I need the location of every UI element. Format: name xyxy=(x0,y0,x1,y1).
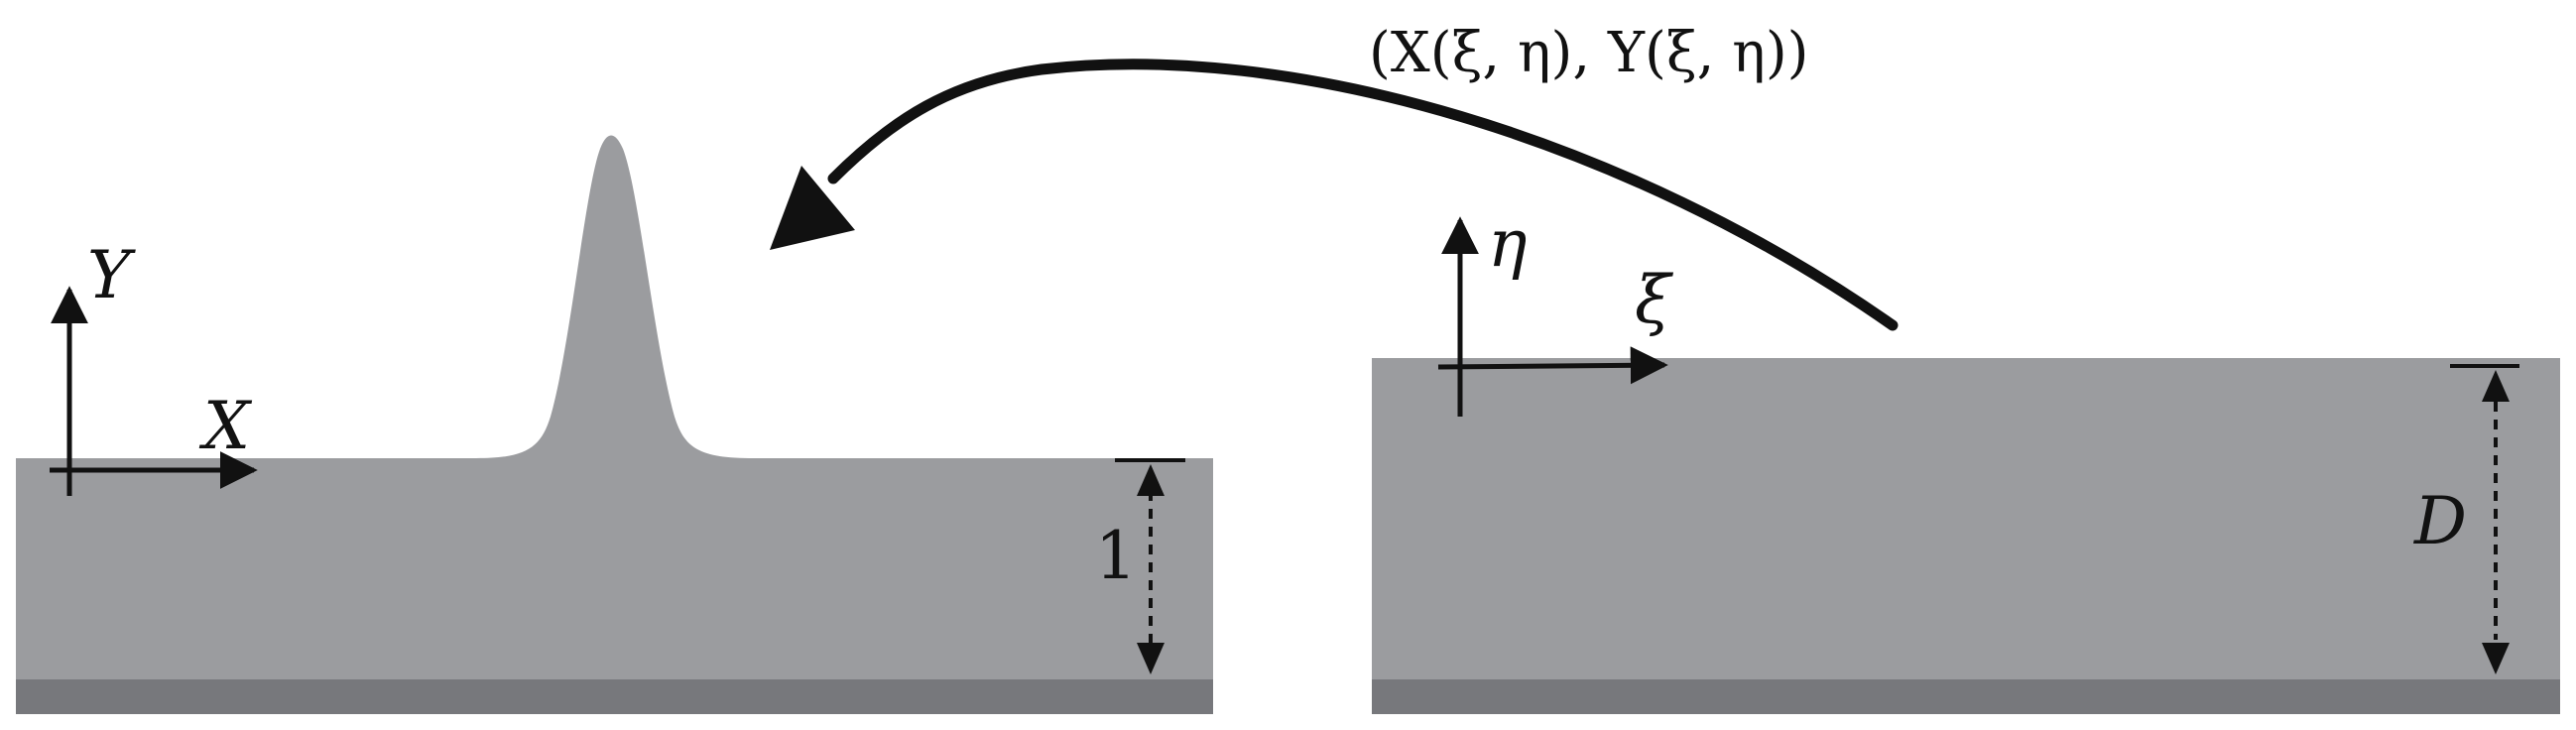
depth-label-physical: 1 xyxy=(1095,518,1137,594)
axis-xi-arrow xyxy=(1437,346,1668,385)
mapping-arrow-curve xyxy=(827,59,1899,331)
axis-y-label: Y xyxy=(87,237,136,313)
physical-bed xyxy=(16,679,1213,714)
mapping-label: (X(ξ, η), Y(ξ, η)) xyxy=(1369,21,1809,85)
depth-label-computational: D xyxy=(2413,483,2467,559)
axis-xi-label: ξ xyxy=(1635,262,1674,338)
axis-x-label: X xyxy=(198,388,253,464)
physical-domain: Y X 1 xyxy=(16,135,1213,714)
mapping-arrow-group: (X(ξ, η), Y(ξ, η)) xyxy=(770,21,1899,331)
computational-bed xyxy=(1372,679,2560,714)
physical-fluid-wave xyxy=(16,135,1213,679)
mapping-arrowhead xyxy=(770,166,855,250)
axis-eta-label: η xyxy=(1488,205,1528,282)
depth-arrowhead-up-computational xyxy=(2482,370,2510,402)
depth-arrowhead-up xyxy=(1137,464,1165,496)
depth-arrowhead-down xyxy=(1137,643,1165,674)
computational-fluid xyxy=(1372,358,2560,679)
depth-arrowhead-down-computational xyxy=(2482,643,2510,674)
computational-domain: η ξ D xyxy=(1372,205,2560,714)
